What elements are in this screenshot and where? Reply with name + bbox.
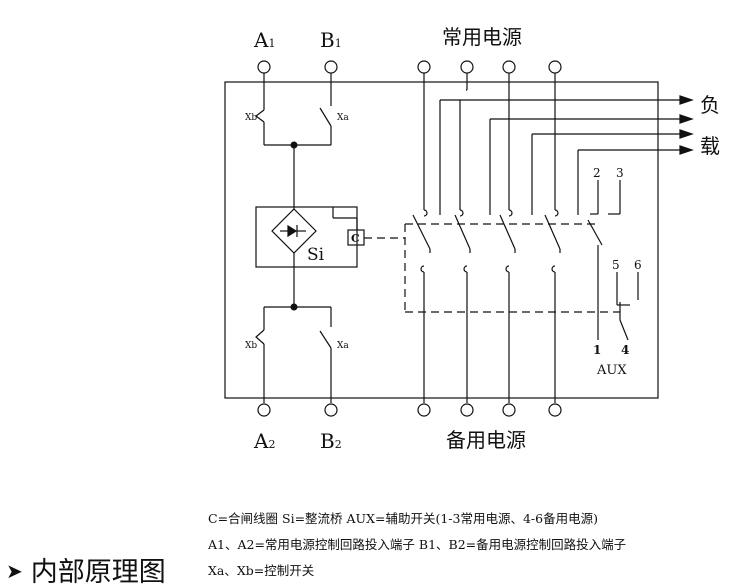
aux-pin-3: 3	[616, 166, 624, 180]
load-label-2: 载	[700, 134, 720, 158]
legend-line-3: Xa、Xb=控制开关	[208, 563, 315, 578]
load-label-1: 负	[700, 93, 720, 117]
terminal-standby-1	[417, 403, 431, 417]
terminal-normal-1	[417, 60, 431, 74]
control-circuit-upper	[255, 73, 332, 208]
legend-line-1: C=合闸线圈 Si=整流桥 AUX=辅助开关(1-3常用电源、4-6备用电源)	[208, 511, 598, 526]
terminal-normal-2	[460, 60, 474, 74]
terminal-a2	[257, 403, 271, 417]
switch-label-xa-upper: Xa	[337, 113, 349, 123]
main-poles	[412, 73, 561, 403]
terminal-standby-2	[460, 403, 474, 417]
enclosure-box	[224, 81, 659, 399]
terminals	[257, 60, 562, 417]
aux-pin-6: 6	[634, 258, 642, 272]
mechanical-linkage	[364, 223, 620, 313]
rectifier-bridge	[255, 206, 358, 304]
aux-pin-5: 5	[612, 258, 620, 272]
standby-power-label: 备用电源	[446, 428, 526, 452]
junction-dot-lower	[290, 303, 298, 311]
label-b2: B2	[320, 429, 342, 453]
switch-label-xb-lower: Xb	[245, 341, 257, 351]
control-circuit-lower	[255, 306, 332, 403]
aux-switch	[587, 180, 639, 341]
load-lines	[439, 95, 694, 215]
junction-dot-upper	[290, 141, 298, 149]
terminal-a1	[257, 60, 271, 74]
switch-label-xa-lower: Xa	[337, 341, 349, 351]
rectifier-label: Si	[307, 245, 325, 265]
aux-pin-4: 4	[621, 343, 629, 357]
switch-label-xb-upper: Xb	[245, 113, 257, 123]
section-title: ➤ 内部原理图	[6, 550, 166, 588]
terminal-b1	[324, 60, 338, 74]
label-a2: A2	[253, 429, 275, 453]
normal-power-label: 常用电源	[442, 25, 522, 49]
label-b1: B1	[320, 28, 342, 52]
section-title-text: 内部原理图	[30, 557, 166, 588]
coil-label: C	[351, 232, 360, 245]
aux-pin-1: 1	[593, 343, 601, 357]
bullet-arrow-icon: ➤	[6, 559, 23, 583]
aux-label: AUX	[596, 363, 627, 378]
terminal-standby-4	[548, 403, 562, 417]
terminal-normal-4	[548, 60, 562, 74]
label-a1: A1	[253, 28, 275, 52]
aux-pin-2: 2	[593, 166, 601, 180]
terminal-b2	[324, 403, 338, 417]
terminal-standby-3	[502, 403, 516, 417]
terminal-normal-3	[502, 60, 516, 74]
legend-line-2: A1、A2=常用电源控制回路投入端子 B1、B2=备用电源控制回路投入端子	[208, 537, 627, 552]
